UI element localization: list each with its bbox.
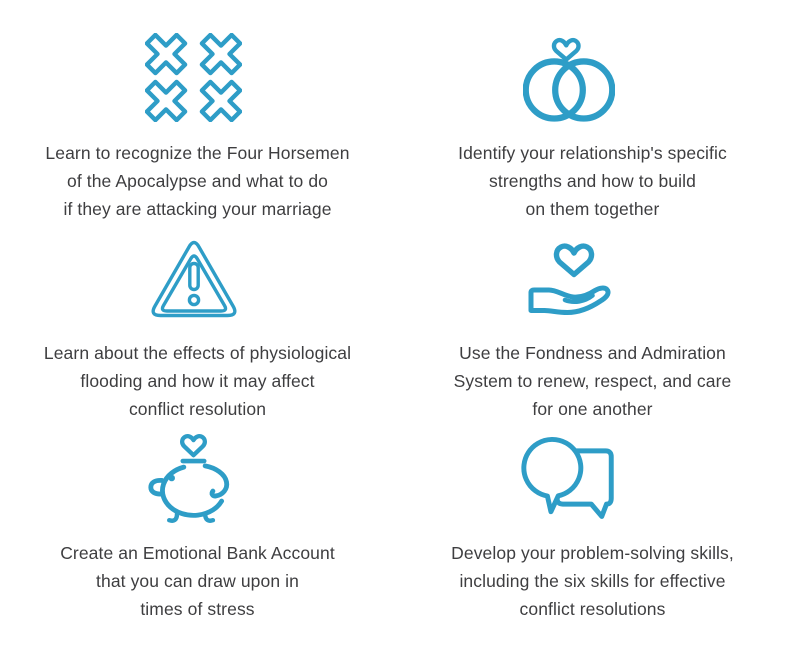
feature-description: Learn to recognize the Four Horsemen of … xyxy=(45,139,349,223)
feature-card-bank-account: Create an Emotional Bank Account that yo… xyxy=(0,430,395,630)
feature-description: Use the Fondness and Admiration System t… xyxy=(454,339,732,423)
feature-text-line: conflict resolution xyxy=(128,399,267,419)
heart-in-hand-icon xyxy=(528,242,611,315)
feature-text-line: of the Apocalypse and what to do xyxy=(66,171,329,191)
feature-text-line: flooding and how it may affect xyxy=(80,371,315,391)
feature-text-line: conflict resolutions xyxy=(519,599,666,619)
feature-description: Learn about the effects of physiological… xyxy=(44,339,351,423)
feature-text-line: Learn to recognize the Four Horsemen xyxy=(45,143,350,163)
feature-icon-box xyxy=(522,30,615,125)
feature-text-line: for one another xyxy=(532,399,653,419)
feature-text-line: Learn about the effects of physiological xyxy=(43,343,352,363)
piggy-bank-heart-icon xyxy=(148,433,230,523)
feature-description: Identify your relationship's specific st… xyxy=(458,139,727,223)
feature-text-line: Develop your problem-solving skills, xyxy=(451,543,734,563)
feature-text-line: Use the Fondness and Admiration xyxy=(459,343,726,363)
feature-icon-box xyxy=(521,430,616,525)
feature-text-line: Identify your relationship's specific xyxy=(458,143,727,163)
feature-card-strengths: Identify your relationship's specific st… xyxy=(395,30,790,230)
benefits-section: Learn to recognize the Four Horsemen of … xyxy=(0,30,790,630)
feature-text-line: that you can draw upon in xyxy=(96,571,299,591)
feature-text-line: System to renew, respect, and care xyxy=(453,371,732,391)
wedding-rings-icon xyxy=(522,37,615,122)
feature-text-line: including the six skills for effective xyxy=(459,571,726,591)
feature-description: Develop your problem-solving skills, inc… xyxy=(451,539,734,623)
feature-card-problem-solving: Develop your problem-solving skills, inc… xyxy=(395,430,790,630)
feature-icon-box xyxy=(144,230,244,325)
four-x-icon xyxy=(145,33,242,122)
feature-card-flooding: Learn about the effects of physiological… xyxy=(0,230,395,430)
feature-icon-box xyxy=(145,430,242,525)
feature-text-line: times of stress xyxy=(140,599,255,619)
feature-description: Create an Emotional Bank Account that yo… xyxy=(60,539,335,623)
feature-text-line: if they are attacking your marriage xyxy=(63,199,332,219)
feature-icon-box xyxy=(519,230,619,325)
feature-icon-box xyxy=(145,30,242,125)
feature-card-fondness: Use the Fondness and Admiration System t… xyxy=(395,230,790,430)
feature-text-line: on them together xyxy=(525,199,660,219)
warning-triangle-icon xyxy=(150,240,237,317)
feature-text-line: strengths and how to build xyxy=(489,171,696,191)
feature-text-line: Create an Emotional Bank Account xyxy=(60,543,335,563)
feature-card-four-horsemen: Learn to recognize the Four Horsemen of … xyxy=(0,30,395,230)
speech-bubbles-icon xyxy=(521,436,614,519)
